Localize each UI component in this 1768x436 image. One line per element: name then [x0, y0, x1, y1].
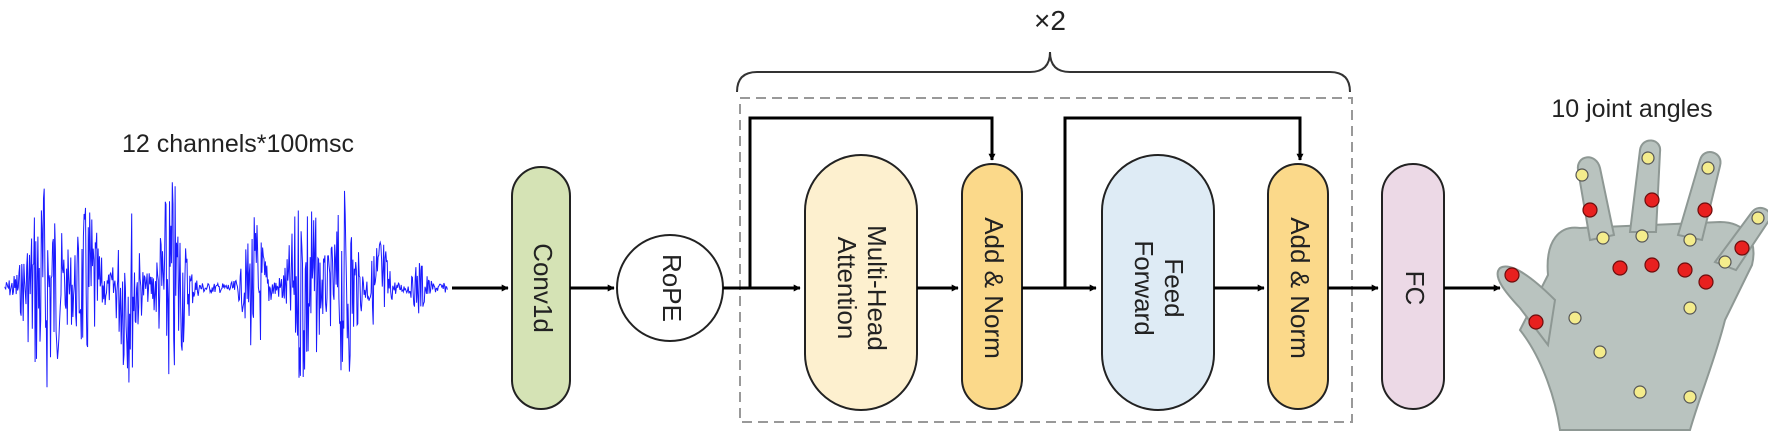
- fc-label: FC: [1400, 271, 1430, 306]
- rope-label: RoPE: [657, 254, 687, 322]
- conv1d-label: Conv1d: [528, 243, 558, 333]
- signal-trace: [4, 182, 448, 388]
- repeat-brace: [736, 51, 1351, 93]
- fc-block: FC: [1381, 163, 1445, 410]
- feed-forward-block: Feed Forward: [1101, 154, 1215, 411]
- hand-joint-illustration: [1496, 139, 1768, 431]
- mha-label-line1: Multi-Head: [862, 225, 892, 351]
- mha-label-line2: Attention: [832, 237, 862, 340]
- rope-block: RoPE: [616, 234, 724, 342]
- multi-head-attention-block: Multi-Head Attention: [804, 154, 918, 411]
- emg-signal-waveform: [4, 182, 448, 388]
- ff-label-line1: Feed: [1159, 258, 1189, 317]
- add-norm-block-2: Add & Norm: [1267, 163, 1329, 410]
- addnorm2-label: Add & Norm: [1285, 217, 1315, 359]
- addnorm1-label: Add & Norm: [979, 217, 1009, 359]
- transformer-layer-region: [739, 97, 1353, 423]
- output-label: 10 joint angles: [1551, 95, 1712, 123]
- repeat-label: ×2: [1034, 5, 1066, 36]
- residual-connection-2: [1063, 116, 1304, 288]
- add-norm-block-1: Add & Norm: [961, 163, 1023, 410]
- conv1d-block: Conv1d: [511, 166, 571, 410]
- input-label: 12 channels*100msc: [122, 130, 354, 158]
- ff-label-line2: Forward: [1129, 240, 1159, 335]
- residual-connection-1: [748, 116, 996, 288]
